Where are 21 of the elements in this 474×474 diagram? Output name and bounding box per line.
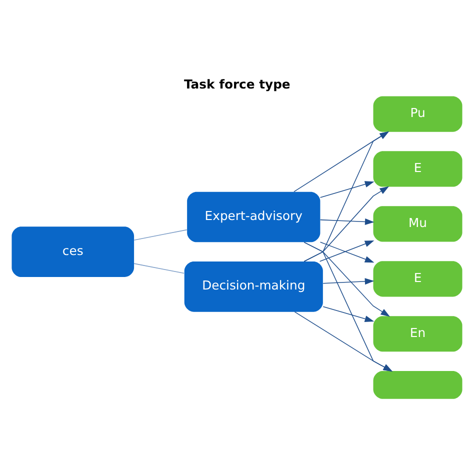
node-box: En	[373, 316, 462, 352]
diagram-title: Task force type	[184, 76, 290, 91]
node-box: Decision-making	[184, 261, 323, 312]
arrow	[294, 310, 393, 372]
arrow	[304, 241, 393, 372]
node-box	[373, 370, 462, 398]
node-box: Pu	[373, 96, 462, 132]
connector	[134, 262, 184, 274]
node-box: ces	[12, 226, 134, 276]
arrow	[320, 218, 374, 224]
arrow	[320, 180, 374, 198]
node-box: E	[373, 150, 462, 186]
arrow	[304, 130, 390, 262]
node-box: Expert-advisory	[187, 191, 320, 242]
node-box: E	[373, 260, 462, 296]
arrow	[304, 186, 390, 262]
arrow	[322, 278, 374, 284]
arrow	[322, 306, 374, 322]
arrow	[294, 130, 390, 192]
node-box: Mu	[373, 206, 462, 242]
connector	[134, 228, 188, 240]
